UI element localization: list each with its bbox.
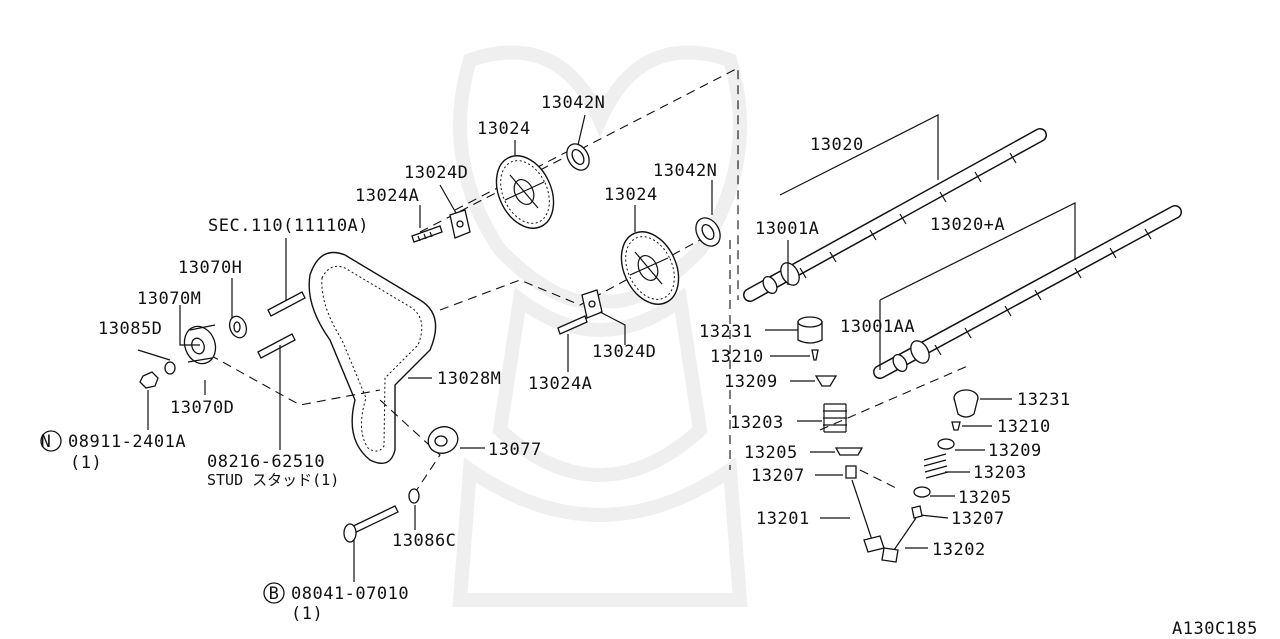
valve-spring-seat-left bbox=[834, 447, 864, 456]
label-08216: 08216-62510 bbox=[207, 452, 325, 472]
label-13070M: 13070M bbox=[137, 289, 201, 309]
lower-camshaft-sprocket bbox=[620, 231, 680, 305]
upper-sprocket-bolt bbox=[411, 225, 443, 243]
label-13028M: 13028M bbox=[437, 369, 501, 389]
label-13024D-lower: 13024D bbox=[592, 342, 656, 362]
label-13202: 13202 bbox=[932, 540, 986, 560]
label-13209-right: 13209 bbox=[988, 441, 1042, 461]
lower-sprocket-bolt bbox=[557, 315, 588, 335]
label-13020: 13020 bbox=[810, 135, 864, 155]
label-13201: 13201 bbox=[756, 509, 810, 529]
label-13231-right: 13231 bbox=[1017, 390, 1071, 410]
tensioner-spacer bbox=[228, 315, 248, 339]
marker-b-letter: B bbox=[269, 584, 280, 604]
upper-camshaft-sprocket bbox=[495, 155, 555, 229]
idler-bolt bbox=[343, 505, 399, 543]
label-13070D: 13070D bbox=[170, 398, 234, 418]
label-13001AA: 13001AA bbox=[840, 317, 915, 337]
upper-oil-seal bbox=[566, 143, 590, 171]
label-13024-lower: 13024 bbox=[604, 185, 658, 205]
stud-upper bbox=[267, 291, 306, 317]
intake-valve bbox=[881, 517, 917, 563]
stud-lower bbox=[257, 333, 296, 359]
idler-washer bbox=[408, 488, 420, 504]
label-08911-qty: (1) bbox=[70, 453, 102, 473]
marker-n-letter: N bbox=[41, 432, 52, 452]
tensioner-nut bbox=[139, 371, 159, 389]
label-13210-right: 13210 bbox=[997, 417, 1051, 437]
label-13209-left: 13209 bbox=[724, 372, 778, 392]
upper-locating-plate bbox=[449, 209, 471, 239]
valve-spring-retainer-right bbox=[937, 438, 955, 450]
diagram-id: A130C185 bbox=[1172, 619, 1258, 639]
label-13231-left: 13231 bbox=[699, 322, 753, 342]
valve-stem-seal-left bbox=[845, 465, 857, 479]
label-13207-left: 13207 bbox=[751, 466, 805, 486]
lower-locating-plate bbox=[581, 289, 603, 319]
label-13077: 13077 bbox=[488, 440, 542, 460]
label-13024-upper: 13024 bbox=[477, 119, 531, 139]
label-13024A-upper: 13024A bbox=[355, 186, 419, 206]
label-sec110: SEC.110(11110A) bbox=[208, 216, 369, 236]
camshaft-lower bbox=[873, 205, 1182, 379]
label-13024A-lower: 13024A bbox=[528, 374, 592, 394]
tensioner-washer bbox=[164, 361, 176, 375]
label-13205-left: 13205 bbox=[744, 443, 798, 463]
lower-oil-seal bbox=[695, 217, 721, 247]
label-13042N-upper: 13042N bbox=[541, 93, 605, 113]
valve-spring-left bbox=[823, 403, 847, 433]
marker-n bbox=[40, 430, 62, 452]
label-13085D: 13085D bbox=[98, 319, 162, 339]
exhaust-valve bbox=[851, 479, 885, 553]
valve-lifter-left bbox=[797, 316, 823, 344]
label-13203-right: 13203 bbox=[973, 463, 1027, 483]
valve-stem-seal-right bbox=[911, 505, 923, 519]
label-13070H: 13070H bbox=[178, 258, 242, 278]
label-13203-left: 13203 bbox=[730, 413, 784, 433]
label-13024D-upper: 13024D bbox=[404, 163, 468, 183]
label-13042N-lower: 13042N bbox=[653, 161, 717, 181]
idler-pulley bbox=[427, 426, 459, 454]
marker-b bbox=[263, 582, 285, 604]
label-13020A: 13020+A bbox=[930, 215, 1005, 235]
valve-spring-right bbox=[923, 453, 949, 479]
label-stud: STUD スタッド(1) bbox=[207, 471, 339, 489]
valve-collet-right bbox=[951, 421, 961, 431]
label-13086C: 13086C bbox=[392, 531, 456, 551]
valve-spring-seat-right bbox=[913, 486, 931, 498]
label-08041-qty: (1) bbox=[291, 604, 323, 624]
timing-belt bbox=[308, 251, 437, 464]
label-13210-left: 13210 bbox=[710, 347, 764, 367]
label-08911: 08911-2401A bbox=[68, 432, 186, 452]
valve-lifter-right bbox=[953, 389, 979, 418]
label-13205-right: 13205 bbox=[958, 488, 1012, 508]
label-13001A: 13001A bbox=[755, 219, 819, 239]
valve-collet-left bbox=[811, 349, 819, 361]
camshaft-upper bbox=[743, 128, 1047, 302]
leader-lines bbox=[137, 114, 1076, 582]
valve-spring-retainer-left bbox=[814, 375, 838, 387]
label-13207-right: 13207 bbox=[951, 509, 1005, 529]
label-08041: 08041-07010 bbox=[291, 584, 409, 604]
